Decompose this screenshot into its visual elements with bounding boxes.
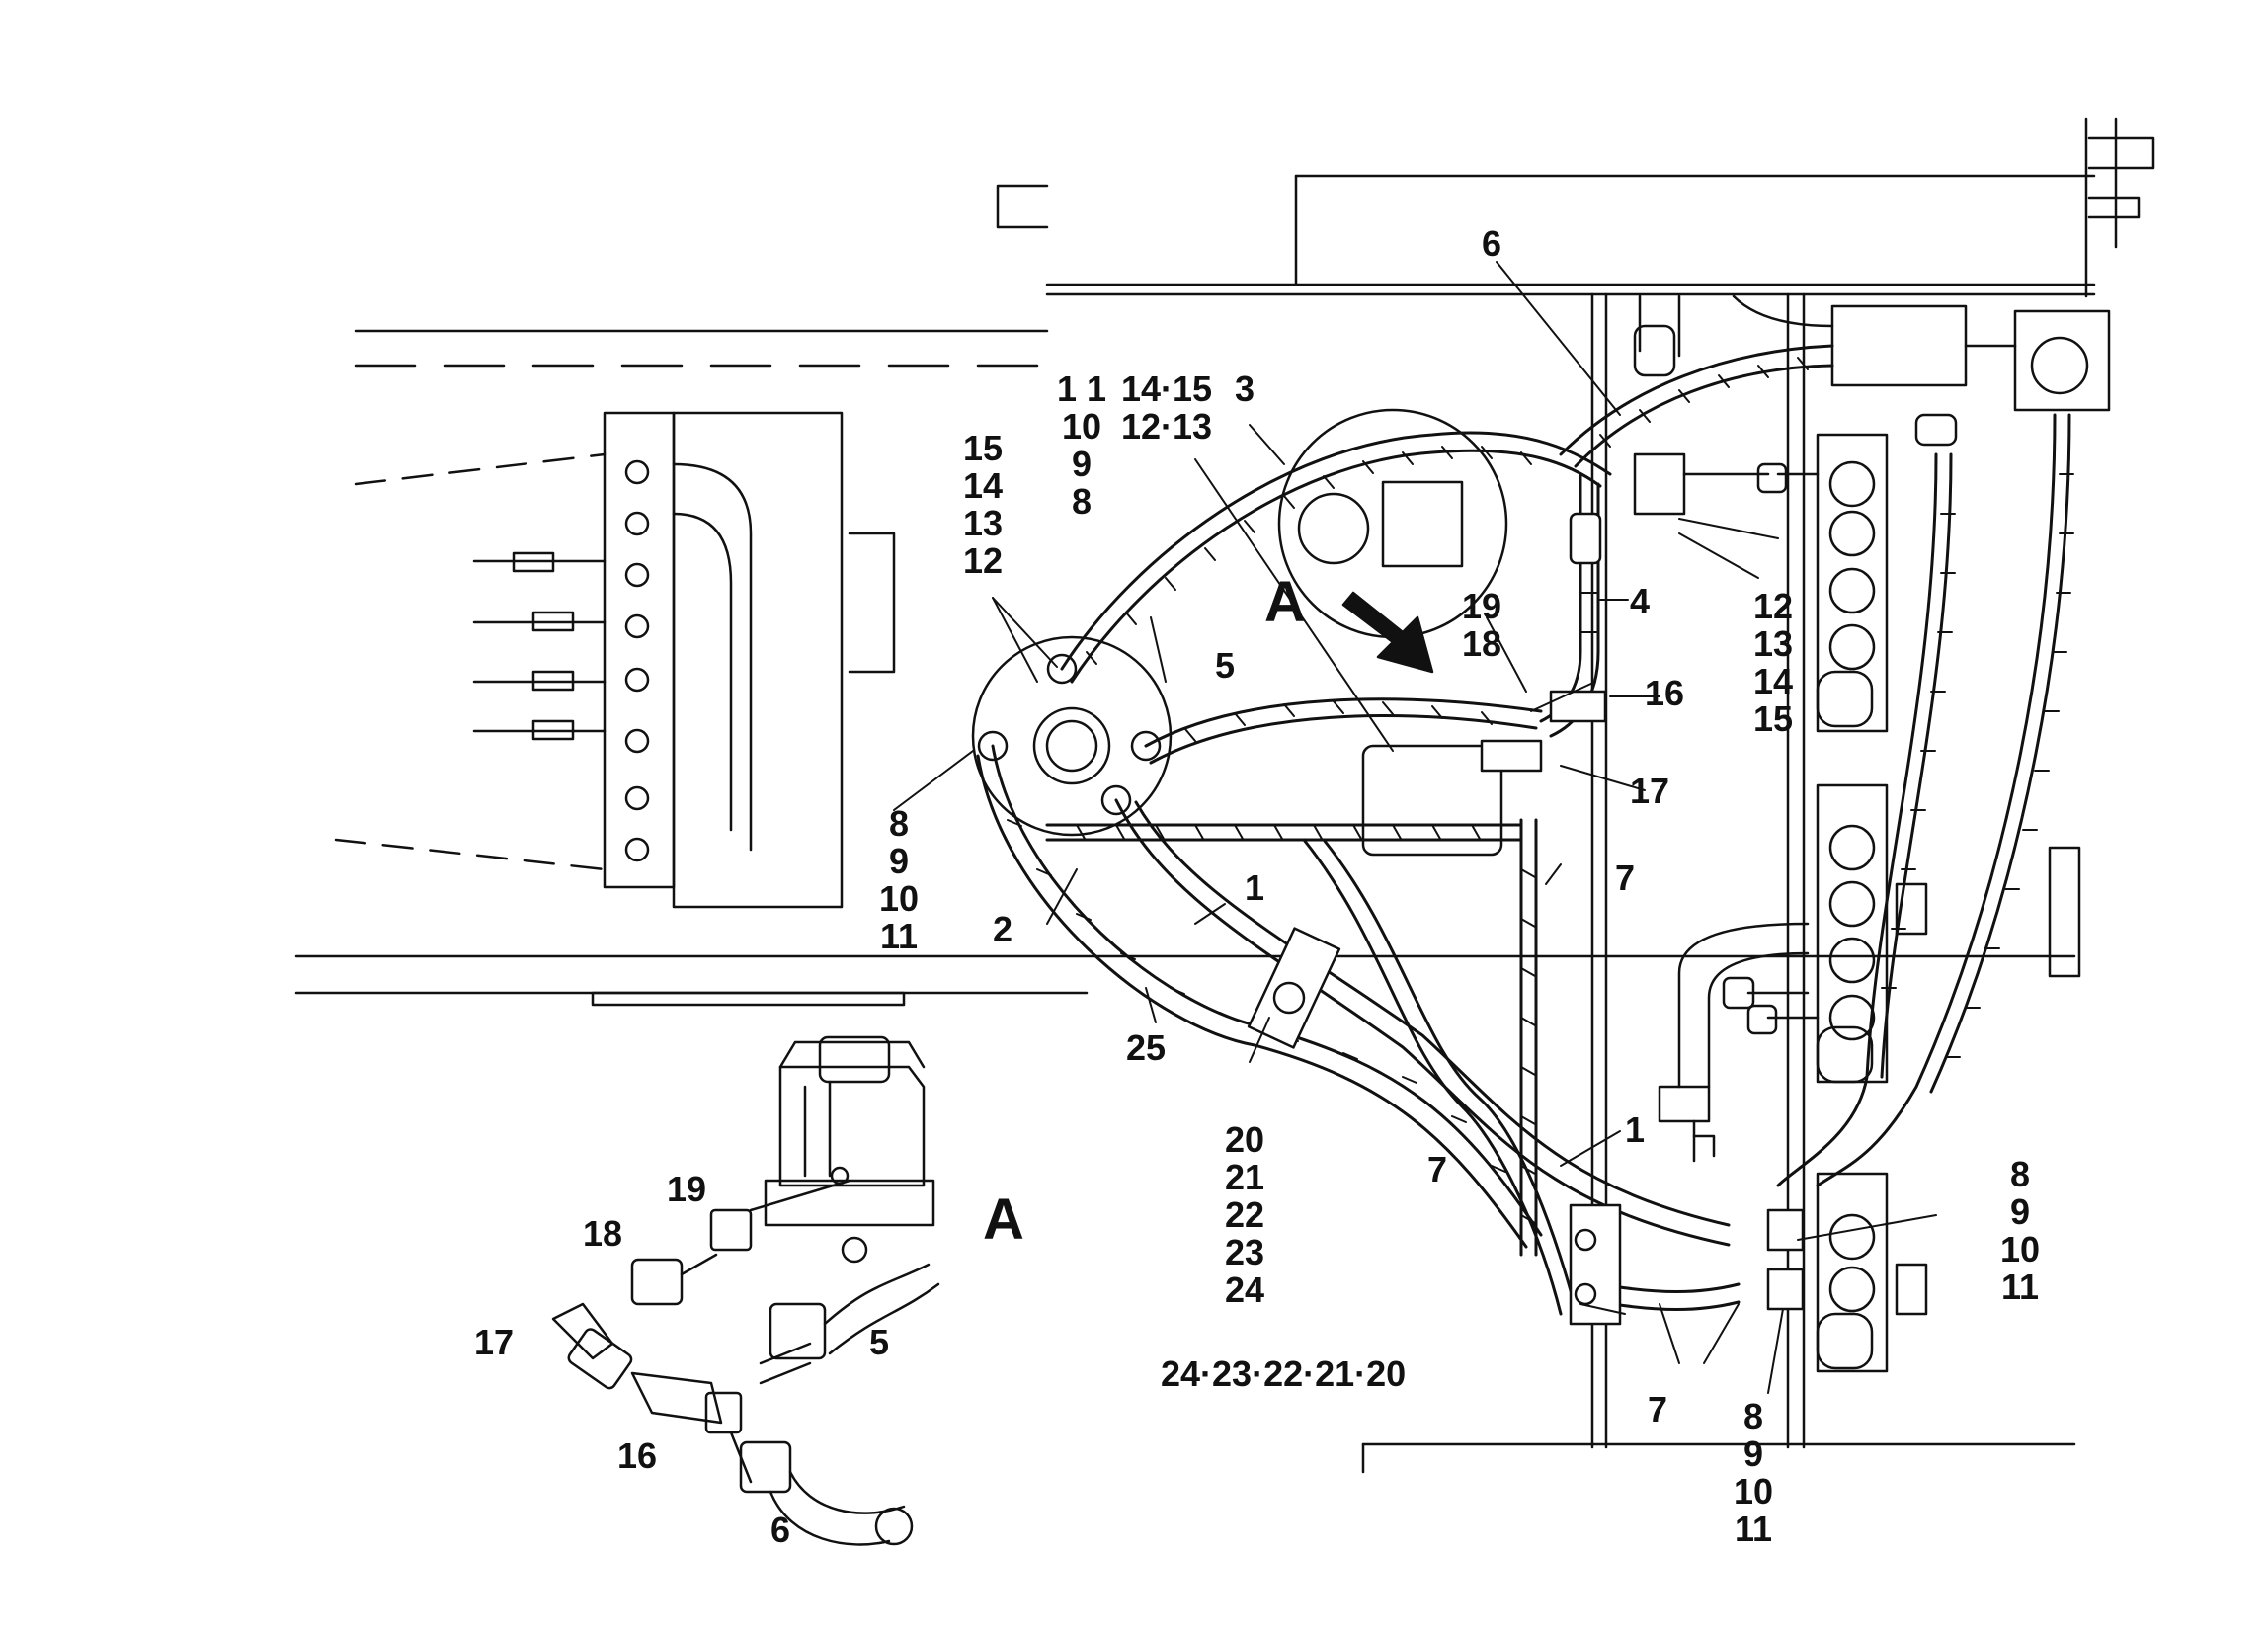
callout-20-24-stack: 20 21 22 23 24	[1225, 1119, 1265, 1310]
callout-17-mid: 17	[1630, 771, 1670, 811]
valve-side-tubes	[1660, 924, 1808, 1161]
callout-17-detail: 17	[474, 1322, 515, 1362]
callout-1-upper: 1	[1245, 867, 1265, 908]
callout-15-14-13-12: 15 14 13 12	[963, 428, 1004, 581]
callout-8-9-10-11-bottom: 8 9 10 11	[1734, 1396, 1774, 1549]
callout-3: 3	[1235, 368, 1256, 409]
motor-housing	[1279, 410, 1506, 855]
callout-7-lower: 7	[1427, 1149, 1448, 1189]
callout-8-9-10-11-left: 8 9 10 11	[879, 803, 920, 956]
view-arrow-a	[1343, 593, 1432, 672]
block-ports	[626, 461, 648, 860]
hose-fittings	[1249, 454, 1803, 1324]
valve-bank	[1748, 435, 1926, 1371]
callout-14-15-12-13: 14·15 12·13	[1121, 368, 1213, 447]
leader-lines	[894, 262, 1936, 1393]
callout-2: 2	[993, 909, 1013, 949]
distribution-block	[336, 413, 894, 907]
callout-6-top: 6	[1482, 223, 1502, 264]
callout-12-13-14-15-right: 12 13 14 15	[1753, 586, 1794, 739]
callout-16-detail: 16	[617, 1435, 658, 1476]
callout-4: 4	[1630, 581, 1651, 621]
detail-a-label: A	[983, 1187, 1024, 1252]
callout-19-18: 19 18	[1462, 586, 1502, 664]
callout-6-detail: 6	[770, 1510, 791, 1550]
callout-19-detail: 19	[667, 1169, 707, 1209]
hose-braid-marks	[1008, 358, 2073, 1223]
detail-a-pump	[766, 1037, 933, 1262]
callout-24-23-22-21-20: 24·23·22·21·20	[1161, 1353, 1407, 1394]
callout-16-mid: 16	[1645, 673, 1685, 713]
callout-7-upper: 7	[1615, 858, 1636, 898]
callout-8-9-10-11-right: 8 9 10 11	[2000, 1154, 2041, 1307]
hoses	[978, 346, 2069, 1314]
callout-1-lower: 1	[1625, 1109, 1646, 1150]
swivel-plate	[973, 637, 1171, 835]
detail-a-fittings	[553, 1181, 938, 1544]
callout-5-mid: 5	[1215, 645, 1236, 686]
callout-18-detail: 18	[583, 1213, 623, 1254]
callout-25: 25	[1126, 1027, 1167, 1068]
callout-11-10-9-8: 1 1 10 9 8	[1057, 368, 1107, 522]
view-a-arrow-label: A	[1264, 570, 1306, 634]
callout-5-detail: 5	[869, 1322, 890, 1362]
top-manifold	[1635, 296, 2109, 445]
callout-7-bottom: 7	[1648, 1389, 1668, 1430]
